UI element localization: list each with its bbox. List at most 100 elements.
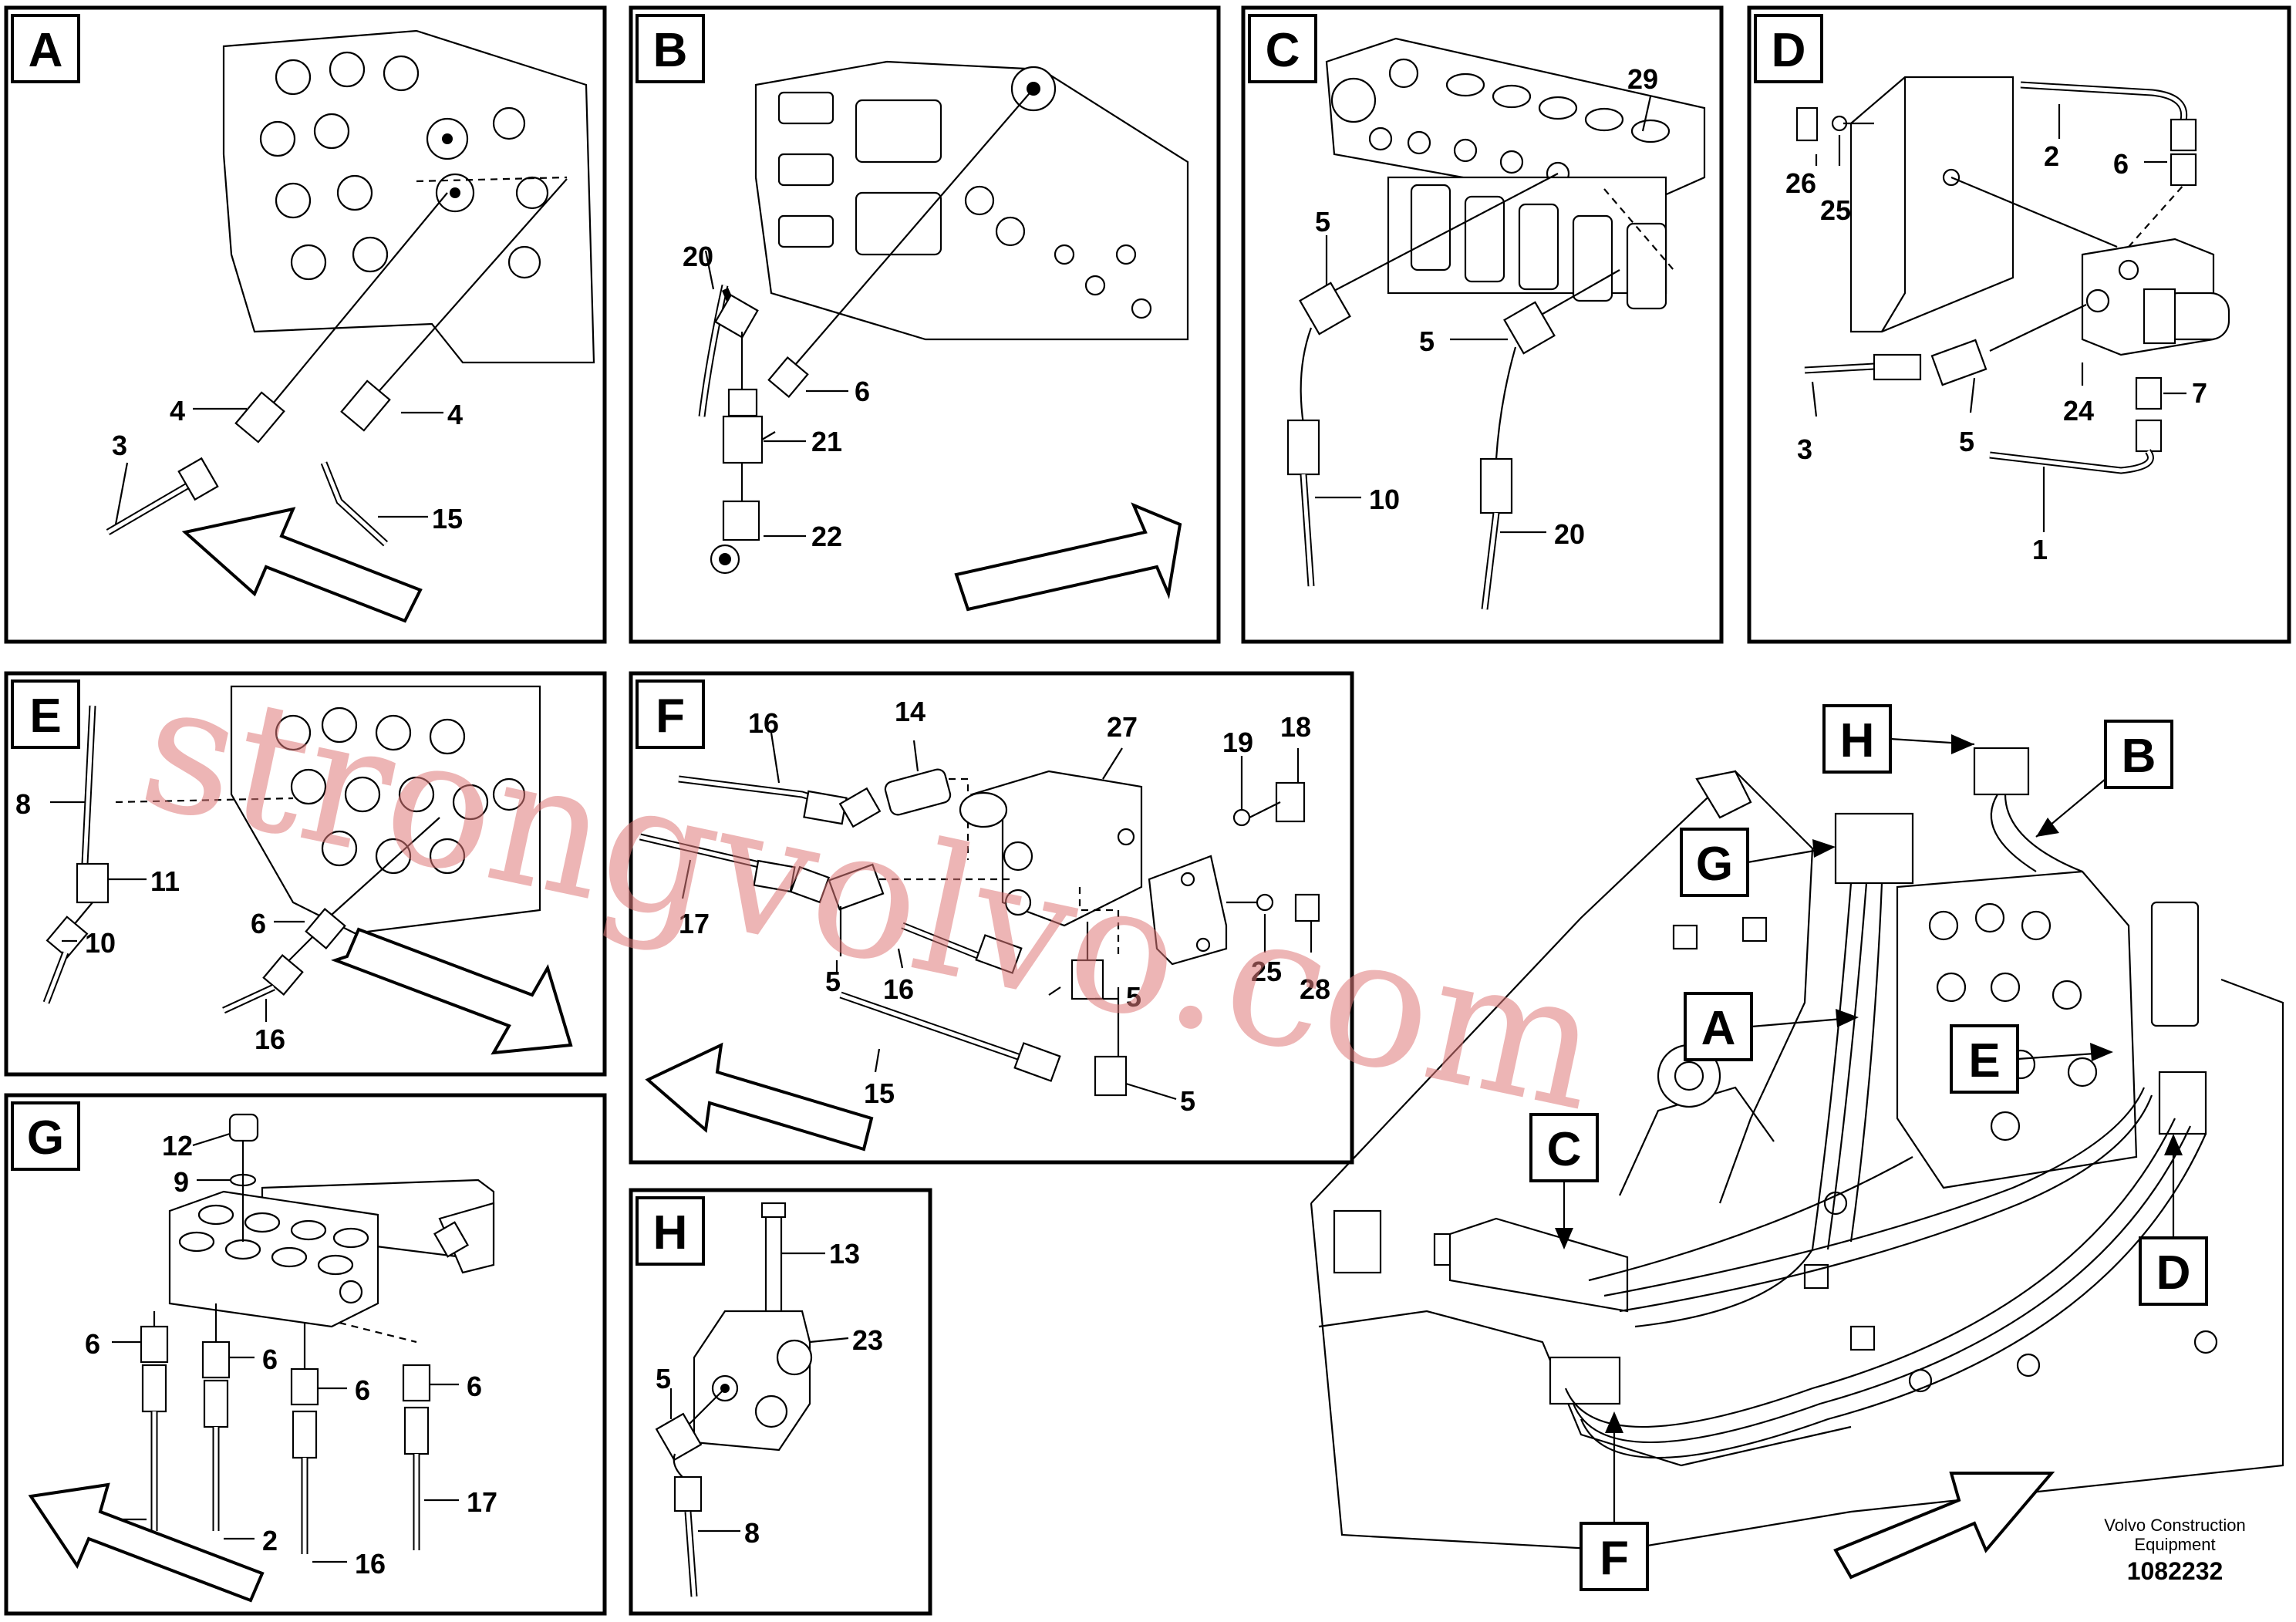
overview-tag-c: C xyxy=(1547,1123,1582,1176)
valve-h-overview xyxy=(1973,747,2030,796)
manifold-29 xyxy=(1325,37,1706,210)
label-a-3: 15 xyxy=(432,503,463,534)
label-f-11: 15 xyxy=(864,1077,895,1109)
footer-company-1: Volvo Construction xyxy=(2104,1516,2245,1535)
panel-c-tag: C xyxy=(1266,24,1300,77)
panel-d-tag: D xyxy=(1772,24,1806,77)
manifold-g-overview xyxy=(1834,812,1914,885)
panel-b-tag: B xyxy=(653,24,688,77)
fitting-7 xyxy=(2135,376,2163,410)
elbow-5b xyxy=(1503,301,1556,355)
overview-tag-b: B xyxy=(2122,730,2156,783)
label-a-2: 4 xyxy=(447,399,463,430)
label-f-12: 5 xyxy=(1180,1085,1195,1117)
label-g-8: 16 xyxy=(355,1548,386,1580)
washer-19 xyxy=(1232,808,1251,827)
elbow-5-h xyxy=(655,1412,703,1462)
valve-block-e xyxy=(230,685,541,935)
label-a-0: 3 xyxy=(112,430,127,461)
label-g-5: 6 xyxy=(467,1371,482,1402)
label-d-6: 3 xyxy=(1797,433,1812,465)
label-h-0: 13 xyxy=(829,1238,860,1270)
overview-tag-d: D xyxy=(2156,1246,2191,1300)
label-f-10: 28 xyxy=(1300,973,1330,1005)
label-f-4: 18 xyxy=(1280,711,1311,743)
panel-a: A 4 4 3 15 xyxy=(4,5,607,644)
machine-overview xyxy=(1310,747,2284,1552)
elbow-5-f1 xyxy=(828,863,885,911)
valve-ports xyxy=(259,51,549,281)
label-e-4: 16 xyxy=(255,1023,285,1055)
hose-g-17 xyxy=(339,1321,431,1550)
dash-leader xyxy=(416,176,568,183)
label-c-0: 29 xyxy=(1627,63,1658,95)
fitting-6-e xyxy=(305,907,346,950)
label-b-2: 21 xyxy=(811,426,842,457)
label-h-1: 23 xyxy=(852,1324,883,1356)
block-f-overview xyxy=(1549,1356,1621,1405)
panel-c: C 5 5 10 20 xyxy=(1241,5,1724,644)
label-d-0: 26 xyxy=(1785,167,1816,199)
label-a-1: 4 xyxy=(170,395,185,427)
label-d-1: 25 xyxy=(1820,194,1851,226)
label-d-7: 5 xyxy=(1959,426,1974,457)
direction-arrow-overview xyxy=(1833,1472,2055,1580)
overview-tag-e: E xyxy=(1968,1034,2000,1088)
leader-4b xyxy=(369,178,568,402)
fitting-6-d xyxy=(2170,153,2197,187)
label-c-2: 5 xyxy=(1419,325,1435,357)
elbow-22 xyxy=(722,500,760,541)
label-f-7: 16 xyxy=(883,973,914,1005)
label-h-2: 5 xyxy=(656,1363,671,1394)
fitting-4b xyxy=(340,379,391,432)
hose-g-2 xyxy=(201,1303,231,1531)
panel-h: H 13 23 5 8 xyxy=(629,1188,932,1616)
label-e-3: 6 xyxy=(251,908,266,939)
label-d-2: 2 xyxy=(2044,140,2059,172)
direction-arrow-b xyxy=(954,502,1182,612)
block-d-overview xyxy=(2158,1071,2207,1135)
hose-g-16 xyxy=(290,1323,319,1554)
tee-5-f2 xyxy=(1070,959,1104,1000)
panel-f: F xyxy=(629,671,1354,1165)
label-f-8: 5 xyxy=(1126,981,1141,1013)
label-e-2: 10 xyxy=(85,927,116,959)
label-e-1: 11 xyxy=(150,865,180,897)
leader-6-b xyxy=(790,88,1034,371)
valve-23 xyxy=(693,1310,811,1452)
overview-tag-f: F xyxy=(1600,1532,1629,1585)
label-g-9: 17 xyxy=(467,1486,497,1518)
label-b-0: 20 xyxy=(683,241,713,272)
label-c-3: 10 xyxy=(1369,484,1400,515)
tee-21 xyxy=(727,388,758,417)
label-d-8: 1 xyxy=(2032,534,2048,565)
label-c-4: 20 xyxy=(1554,518,1585,550)
elbow-5-d xyxy=(1930,339,1988,386)
label-f-3: 19 xyxy=(1222,727,1253,758)
manifold-c-overview xyxy=(1448,1217,1629,1313)
direction-arrow-f xyxy=(645,1042,874,1152)
label-d-3: 6 xyxy=(2113,148,2129,180)
label-f-2: 27 xyxy=(1107,711,1138,743)
bolt-18 xyxy=(1275,781,1306,823)
label-d-4: 24 xyxy=(2063,395,2094,427)
panel-g-tag: G xyxy=(27,1111,64,1165)
block-27 xyxy=(969,770,1143,927)
footer-company-2: Equipment xyxy=(2134,1535,2215,1554)
label-f-0: 16 xyxy=(748,707,779,739)
label-g-1: 9 xyxy=(174,1166,189,1198)
label-f-1: 14 xyxy=(895,696,925,727)
fitting-14 xyxy=(884,768,952,816)
direction-arrow-a xyxy=(181,507,423,623)
label-g-7: 2 xyxy=(262,1525,278,1556)
overview-tag-a: A xyxy=(1701,1002,1736,1055)
panel-a-tag-box xyxy=(11,14,80,83)
label-d-5: 7 xyxy=(2192,377,2207,409)
label-f-6: 5 xyxy=(825,966,841,997)
label-f-9: 25 xyxy=(1251,956,1282,987)
label-g-4: 6 xyxy=(355,1374,370,1406)
hose-end-10 xyxy=(1286,419,1320,476)
label-e-0: 8 xyxy=(15,788,31,820)
panel-f-tag: F xyxy=(656,690,685,743)
